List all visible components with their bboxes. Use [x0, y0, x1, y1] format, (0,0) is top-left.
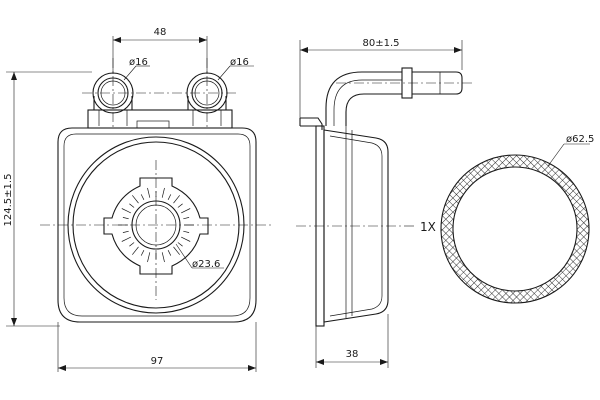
boss-spoke — [173, 246, 180, 255]
side-view — [296, 67, 474, 327]
elbow-pipe-inner — [345, 93, 402, 126]
boss-spoke — [161, 252, 165, 263]
boss-spoke — [121, 208, 131, 214]
center-boss — [103, 177, 209, 275]
dim-side-depth: 38 — [346, 349, 359, 360]
boss-spoke — [167, 250, 172, 256]
boss-spoke — [181, 208, 191, 214]
boss-spoke — [132, 246, 139, 255]
dim-right-port: ø16 — [230, 57, 249, 68]
dim-top-width: 48 — [154, 27, 167, 38]
front-view — [40, 58, 272, 323]
boss-spoke — [129, 242, 135, 247]
boss-spoke — [183, 217, 190, 220]
front-dimensions: 48 ø16 ø16 124.5±1.5 97 ø23.6 — [3, 27, 257, 372]
boss-spoke — [167, 194, 172, 200]
boss-spoke — [177, 242, 183, 247]
front-body-inner-edge — [63, 133, 251, 317]
dim-ring: ø62.5 — [566, 134, 594, 145]
side-dimensions: 80±1.5 38 — [299, 38, 463, 368]
dim-left-port: ø16 — [129, 57, 148, 68]
elbow-pipe-outer — [325, 71, 402, 126]
boss-spoke — [122, 217, 129, 220]
boss-spoke — [140, 194, 145, 200]
boss-spoke — [161, 187, 165, 198]
boss-spoke — [147, 252, 151, 263]
mount-flange — [300, 117, 323, 130]
dim-side-width: 80±1.5 — [362, 38, 399, 49]
boss-spoke — [132, 195, 139, 204]
quantity-label: 1X — [420, 220, 436, 234]
boss-spokes — [118, 187, 194, 263]
o-ring: ø62.5 — [440, 134, 594, 304]
flange-tab — [136, 120, 170, 129]
boss-spoke — [173, 195, 180, 204]
boss-spoke — [140, 250, 145, 256]
boss-spoke — [121, 236, 131, 242]
boss-spoke — [177, 203, 183, 208]
front-body-outline — [57, 127, 257, 323]
dim-center-hole: ø23.6 — [192, 259, 220, 270]
elbow-pipe-mid — [333, 79, 402, 126]
hose-nipple — [412, 71, 463, 95]
boss-spoke — [181, 236, 191, 242]
boss-spoke — [183, 230, 190, 233]
boss-spoke — [129, 203, 135, 208]
dim-height: 124.5±1.5 — [3, 174, 14, 227]
side-housing — [323, 129, 389, 323]
boss-spoke — [122, 230, 129, 233]
boss-spoke — [147, 187, 151, 198]
dim-bottom-width: 97 — [151, 356, 164, 367]
